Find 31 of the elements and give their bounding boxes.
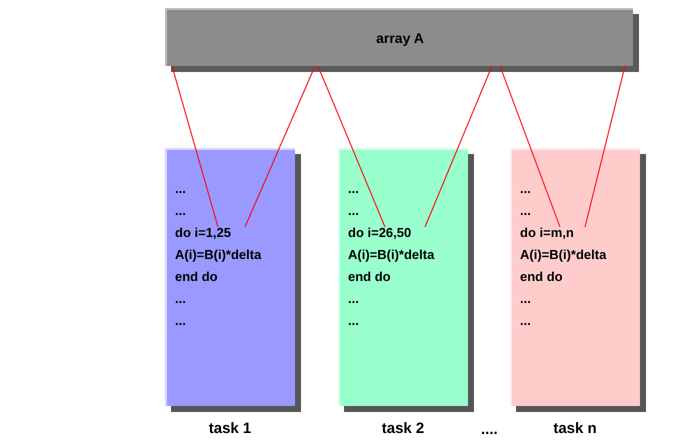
code-line: end do <box>520 268 563 286</box>
code-line: do i=m,n <box>520 224 574 242</box>
code-line: ... <box>520 290 531 308</box>
ellipsis-label: .... <box>481 421 498 438</box>
code-line: ... <box>520 312 531 330</box>
code-line: end do <box>175 268 218 286</box>
connector-line <box>318 66 386 228</box>
code-line: ... <box>175 312 186 330</box>
code-line: ... <box>348 312 359 330</box>
task-label: task n <box>553 420 597 437</box>
connector-line <box>244 66 316 228</box>
code-line: ... <box>520 180 531 198</box>
code-line: ... <box>348 202 359 220</box>
code-line: ... <box>348 180 359 198</box>
code-line: ... <box>520 202 531 220</box>
code-line: A(i)=B(i)*delta <box>348 246 434 264</box>
connector-line <box>584 66 626 228</box>
connector-line <box>500 66 560 228</box>
task-label: task 2 <box>382 420 424 437</box>
code-line: do i=1,25 <box>175 224 231 242</box>
code-line: A(i)=B(i)*delta <box>520 246 606 264</box>
connector-line <box>424 66 492 228</box>
code-line: end do <box>348 268 391 286</box>
code-line: A(i)=B(i)*delta <box>175 246 262 264</box>
code-line: ... <box>175 202 186 220</box>
code-line: ... <box>175 180 186 198</box>
code-line: ... <box>348 290 359 308</box>
code-line: ... <box>175 290 186 308</box>
array-label: array A <box>376 30 424 46</box>
task-label: task 1 <box>208 420 252 437</box>
code-line: do i=26,50 <box>348 224 412 242</box>
